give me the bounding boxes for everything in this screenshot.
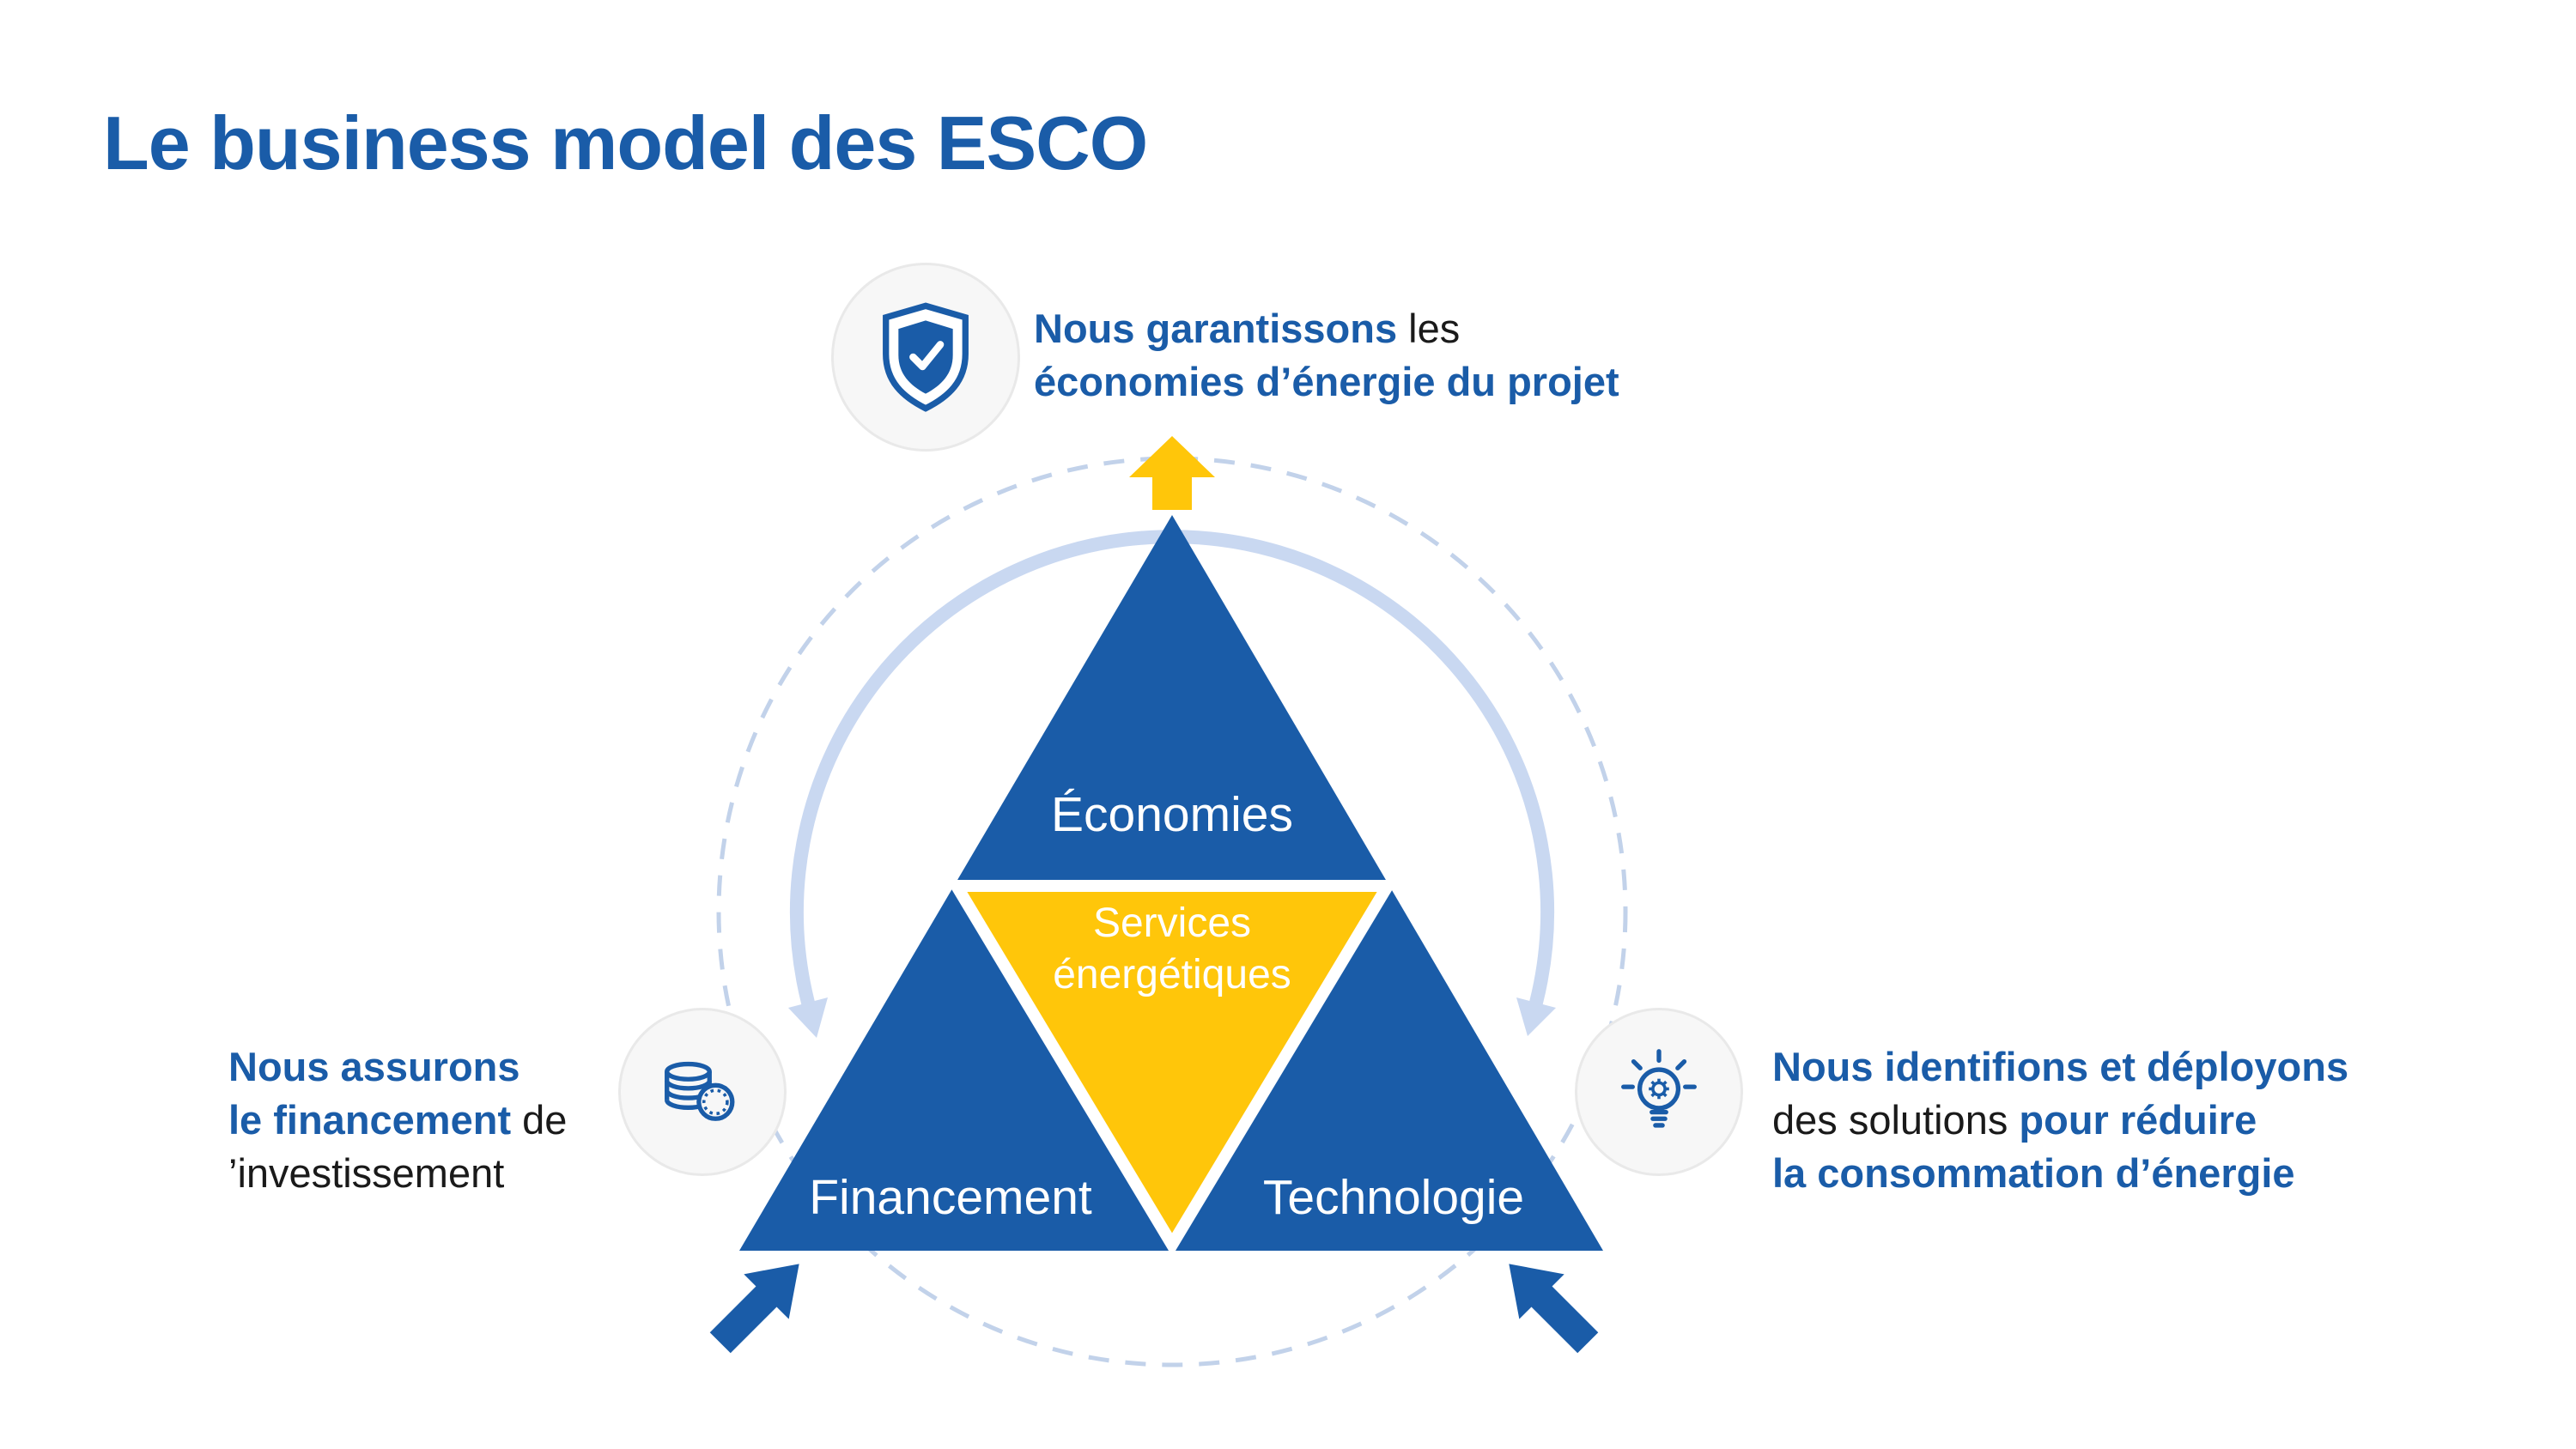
technology-bold-text: Nous identifions et déployons bbox=[1772, 1044, 2349, 1089]
financing-icon-badge bbox=[618, 1008, 787, 1176]
bottom-left-arrow bbox=[709, 1264, 799, 1354]
technology-bold-text3: la consommation d’énergie bbox=[1772, 1150, 2295, 1196]
guarantee-regular-text: les bbox=[1397, 306, 1461, 351]
financing-regular-text2: ’investissement bbox=[228, 1150, 505, 1196]
up-arrow bbox=[1129, 436, 1215, 510]
pyramid-center-triangle bbox=[945, 880, 1399, 1257]
financing-note-line3: ’investissement bbox=[228, 1147, 567, 1200]
technology-bold-text2: pour réduire bbox=[2019, 1097, 2257, 1143]
coins-icon bbox=[665, 1061, 735, 1121]
dashed-circle bbox=[716, 456, 1628, 1367]
technology-icon-badge bbox=[1575, 1008, 1743, 1176]
financing-note-line1: Nous assurons bbox=[228, 1040, 567, 1094]
technology-regular-text: des solutions bbox=[1772, 1097, 2020, 1143]
lightbulb-gear-icon bbox=[1621, 1049, 1697, 1128]
guarantee-bold-text: Nous garantissons bbox=[1034, 306, 1398, 351]
triangle-label-services: Services énergétiques bbox=[957, 898, 1387, 1001]
cycle-arc-arrowhead-left bbox=[788, 997, 828, 1038]
technology-note-line1: Nous identifions et déployons bbox=[1772, 1040, 2348, 1094]
financing-note: Nous assurons le financement de ’investi… bbox=[228, 1040, 567, 1200]
guarantee-bold-text2: économies d’énergie du projet bbox=[1034, 359, 1619, 404]
technology-note: Nous identifions et déployons des soluti… bbox=[1772, 1040, 2348, 1200]
guarantee-note-line1: Nous garantissons les bbox=[1034, 302, 1619, 355]
page-title: Le business model des ESCO bbox=[103, 100, 1148, 185]
triangle-label-financement: Financement bbox=[809, 1170, 1092, 1225]
guarantee-note: Nous garantissons les économies d’énergi… bbox=[1034, 302, 1619, 409]
triangle-label-economies: Économies bbox=[1051, 787, 1293, 842]
technology-note-line3: la consommation d’énergie bbox=[1772, 1147, 2348, 1200]
financing-bold-text2: le financement bbox=[228, 1097, 512, 1143]
bottom-right-arrow bbox=[1509, 1264, 1599, 1354]
financing-bold-text: Nous assurons bbox=[228, 1044, 520, 1089]
guarantee-icon-badge bbox=[831, 263, 1020, 452]
financing-regular-text: de bbox=[511, 1097, 568, 1143]
financing-note-line2: le financement de bbox=[228, 1094, 567, 1147]
technology-note-line2: des solutions pour réduire bbox=[1772, 1094, 2348, 1147]
services-line2: énergétiques bbox=[1053, 952, 1291, 997]
shield-check-icon bbox=[883, 302, 969, 412]
cycle-arc-arrowhead-right bbox=[1516, 997, 1556, 1036]
services-line1: Services bbox=[1092, 900, 1252, 946]
triangle-label-technologie: Technologie bbox=[1262, 1170, 1525, 1225]
guarantee-note-line2: économies d’énergie du projet bbox=[1034, 355, 1619, 409]
